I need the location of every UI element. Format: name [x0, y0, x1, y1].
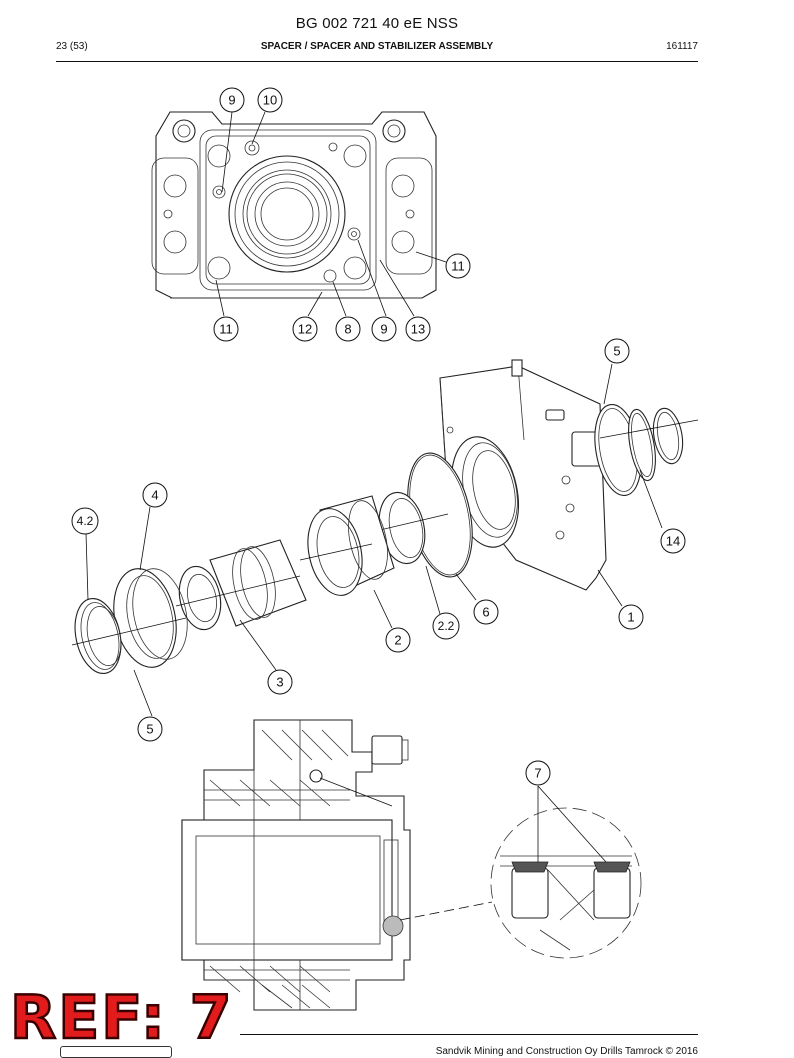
callout-1: 1: [618, 604, 644, 630]
section-view: [181, 719, 642, 1011]
svg-text:2: 2: [394, 633, 401, 648]
section-title: SPACER / SPACER AND STABILIZER ASSEMBLY: [260, 41, 494, 52]
svg-text:1: 1: [627, 610, 634, 625]
svg-text:5: 5: [613, 344, 620, 359]
svg-text:6: 6: [482, 605, 489, 620]
date-code: 161117: [666, 41, 698, 52]
callout-7: 7: [525, 760, 551, 786]
header-rule: [56, 61, 698, 62]
callout-6: 6: [473, 599, 499, 625]
svg-text:7: 7: [534, 766, 541, 781]
callout-4: 4: [142, 482, 168, 508]
callout-13: 13: [405, 316, 431, 342]
document-number: BG 002 721 40 eE NSS: [295, 15, 459, 32]
svg-text:13: 13: [411, 322, 425, 337]
svg-text:11: 11: [219, 322, 233, 337]
svg-text:9: 9: [380, 322, 387, 337]
leader-lines: [85, 111, 663, 863]
footer-copyright: Sandvik Mining and Construction Oy Drill…: [435, 1046, 698, 1057]
callout-2-2: 2.2: [432, 612, 460, 640]
svg-text:9: 9: [228, 93, 235, 108]
callout-9-bottom: 9: [371, 316, 397, 342]
callout-14: 14: [660, 528, 686, 554]
callout-9-top: 9: [219, 87, 245, 113]
callout-12: 12: [292, 316, 318, 342]
callout-2: 2: [385, 627, 411, 653]
callout-8: 8: [335, 316, 361, 342]
footer-rule: [240, 1034, 698, 1035]
callout-11-left: 11: [213, 316, 239, 342]
ref-stamp: REF: 7: [9, 983, 234, 1053]
front-view-plate: [151, 111, 437, 299]
svg-text:5: 5: [146, 722, 153, 737]
callout-11-right: 11: [445, 253, 471, 279]
callout-5-top: 5: [604, 338, 630, 364]
svg-text:2.2: 2.2: [438, 619, 455, 633]
svg-text:11: 11: [451, 259, 465, 274]
svg-text:3: 3: [276, 675, 283, 690]
exploded-view: [71, 359, 699, 674]
svg-text:10: 10: [263, 93, 277, 108]
svg-text:14: 14: [666, 534, 680, 549]
callout-4-2: 4.2: [71, 507, 99, 535]
svg-text:8: 8: [344, 322, 351, 337]
svg-text:12: 12: [298, 322, 312, 337]
svg-text:4: 4: [151, 488, 158, 503]
callout-3: 3: [267, 669, 293, 695]
callout-10: 10: [257, 87, 283, 113]
svg-text:4.2: 4.2: [77, 514, 94, 528]
header-row: 23 (53) SPACER / SPACER AND STABILIZER A…: [56, 41, 698, 55]
callout-5-bottom: 5: [137, 716, 163, 742]
page-number: 23 (53): [56, 41, 88, 52]
